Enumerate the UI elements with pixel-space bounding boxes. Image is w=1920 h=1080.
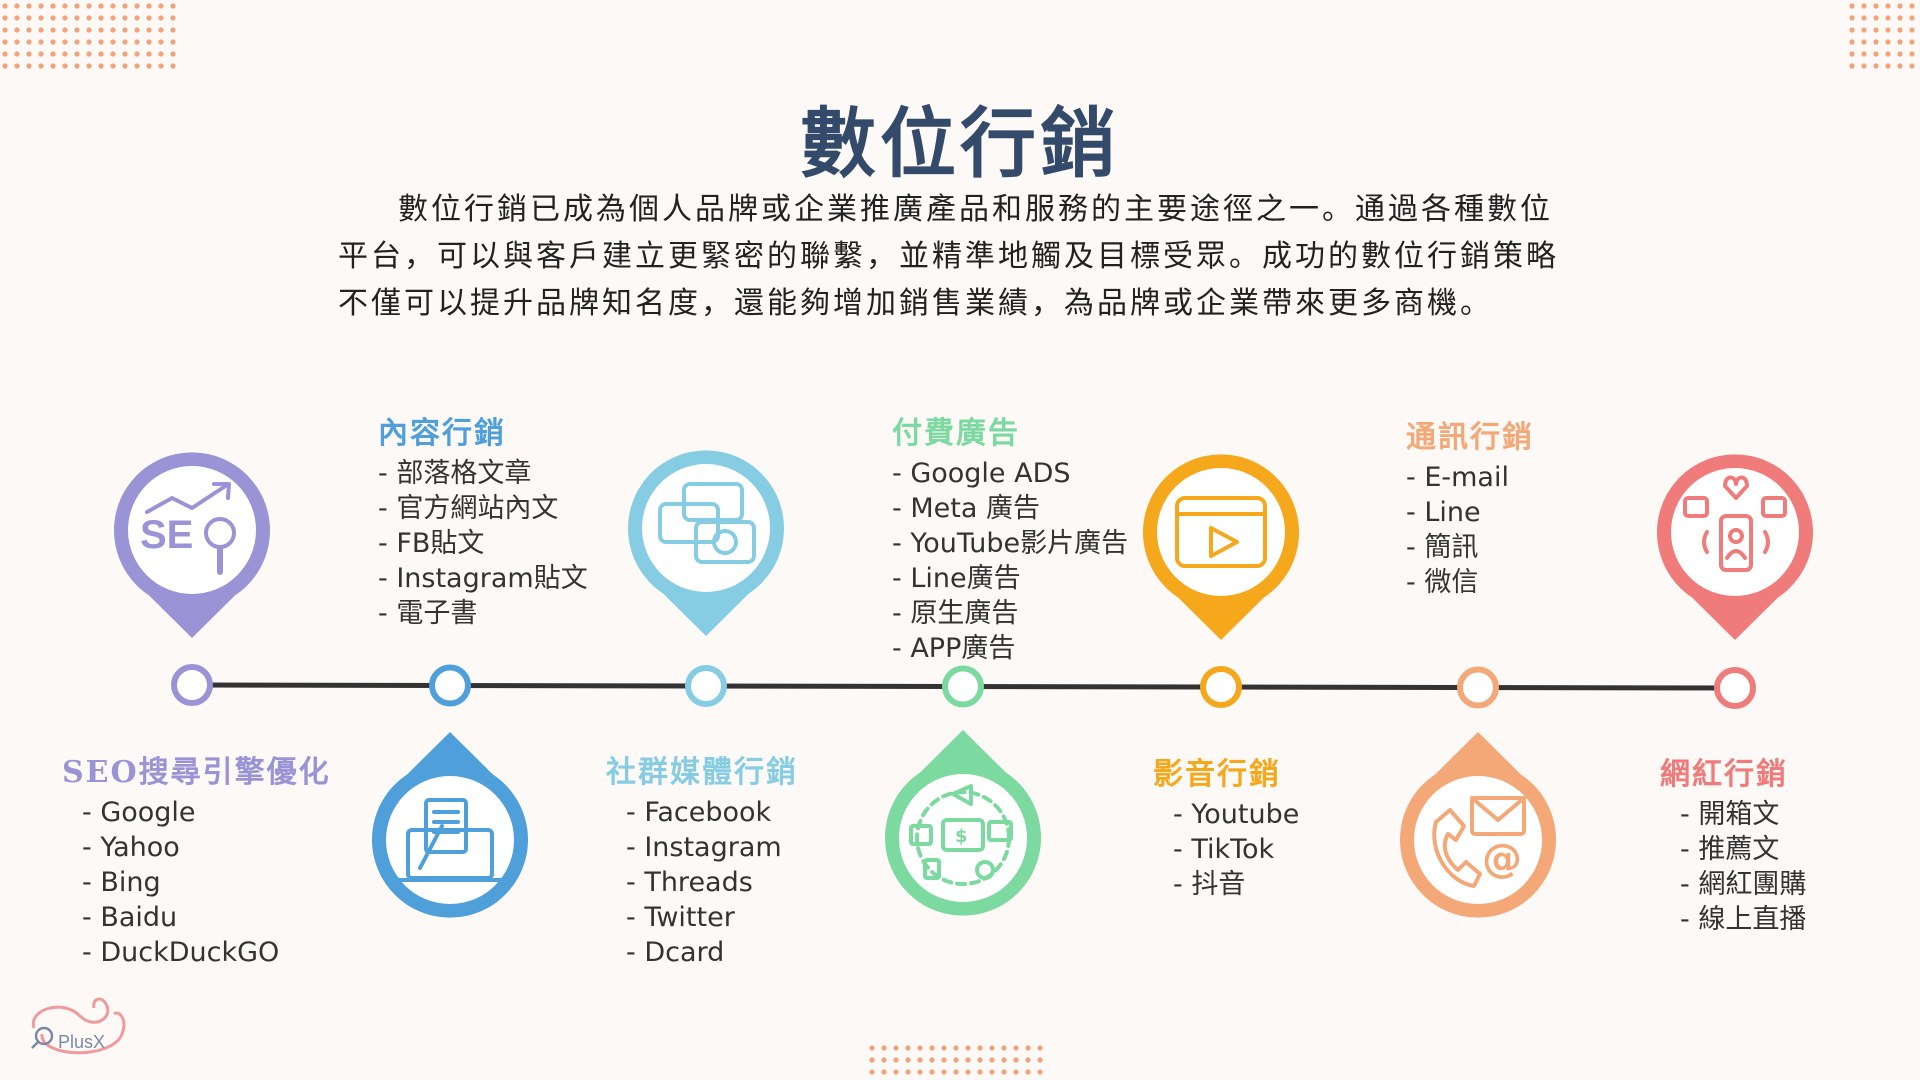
seo-icon: SE (140, 482, 236, 575)
svg-text:$: $ (955, 826, 968, 847)
category-item: Baidu (62, 900, 331, 935)
pin-inner (386, 776, 514, 904)
category-item: 原生廣告 (892, 596, 1128, 631)
category-title: 付費廣告 (892, 416, 1020, 451)
intro-line: 數位行銷已成為個人品牌或企業推廣產品和服務的主要途徑之一。通過各種數位 (398, 192, 1553, 227)
category-item: E-mail (1406, 460, 1534, 495)
category-item: 官方網站內文 (378, 491, 588, 526)
intro-line: 平台，可以與客戶建立更緊密的聯繫，並精準地觸及目標受眾。成功的數位行銷策略 (338, 239, 1559, 274)
category-item: TikTok (1153, 832, 1299, 867)
category-item: 線上直播 (1660, 902, 1806, 937)
timeline-node (1457, 666, 1499, 709)
category-item: 簡訊 (1406, 530, 1534, 565)
influencer-icon (1683, 475, 1787, 572)
social-chat-icon (658, 482, 756, 564)
category-title: 社群媒體行銷 (606, 755, 798, 790)
category-title: 內容行銷 (378, 416, 506, 451)
page-title: 數位行銷 (800, 99, 1120, 188)
category-item: 微信 (1406, 565, 1534, 600)
category-item: Line廣告 (892, 561, 1128, 596)
pin-inner (128, 466, 256, 594)
category-item: Threads (606, 865, 798, 900)
category-item: YouTube影片廣告 (892, 526, 1128, 561)
decorative-dots-top-left (2, 3, 176, 69)
paid-ads-icon: $ (909, 784, 1013, 886)
content-writing-icon (396, 798, 504, 882)
category-item: 網紅團購 (1660, 867, 1806, 902)
pin-marker-5 (1143, 454, 1299, 640)
category-item: DuckDuckGO (62, 935, 331, 970)
category-group: 通訊行銷 E-mailLine簡訊微信 (1406, 412, 1534, 600)
category-item: APP廣告 (892, 631, 1128, 666)
intro-paragraph: 數位行銷已成為個人品牌或企業推廣產品和服務的主要途徑之一。通過各種數位 平台，可… (338, 186, 1582, 327)
decorative-dots-top-right (1849, 3, 1915, 69)
category-group: 影音行銷 YoutubeTikTok抖音 (1153, 749, 1299, 902)
category-item: Yahoo (62, 830, 331, 865)
category-item: Google (62, 795, 331, 830)
category-item: Meta 廣告 (892, 491, 1128, 526)
category-item: 部落格文章 (378, 456, 588, 491)
svg-text:SE: SE (140, 513, 193, 557)
decorative-dots-bottom (869, 1045, 1043, 1075)
category-title: SEO搜尋引擎優化 (62, 755, 331, 790)
intro-line: 不僅可以提升品牌知名度，還能夠增加銷售業績，為品牌或企業帶來更多商機。 (338, 286, 1493, 321)
phone-email-icon: @ (1432, 796, 1526, 888)
svg-text:@: @ (1482, 836, 1522, 882)
pin-marker-7 (1657, 454, 1814, 640)
category-item: Facebook (606, 795, 798, 830)
category-item: 開箱文 (1660, 797, 1806, 832)
timeline-node (171, 664, 213, 706)
category-item: Google ADS (892, 456, 1128, 491)
category-item: Dcard (606, 935, 798, 970)
category-item: Line (1406, 495, 1534, 530)
category-item: 抖音 (1153, 867, 1299, 902)
category-item: Instagram貼文 (378, 561, 587, 596)
timeline-node (429, 664, 471, 707)
category-item: Bing (62, 865, 331, 900)
category-title: 網紅行銷 (1660, 757, 1788, 792)
pin-marker-3 (627, 450, 784, 636)
category-item: Instagram (606, 830, 798, 865)
category-group: 內容行銷部落格文章官方網站內文FB貼文Instagram貼文電子書 (378, 408, 588, 631)
timeline-node (1200, 666, 1242, 708)
logo-text: PlusX (58, 1032, 105, 1052)
category-item: 推薦文 (1660, 832, 1806, 867)
category-item: FB貼文 (378, 526, 588, 561)
video-play-icon (1175, 496, 1267, 568)
category-group: SEO搜尋引擎優化 GoogleYahooBingBaiduDuckDuckGO (62, 747, 331, 970)
category-title: 影音行銷 (1153, 757, 1281, 792)
plusx-logo: PlusX (31, 997, 126, 1055)
pin-marker-6: @ (1400, 732, 1556, 918)
category-item: Youtube (1153, 797, 1299, 832)
pin-marker-2 (372, 732, 528, 918)
timeline-node (942, 665, 984, 708)
category-title: 通訊行銷 (1406, 420, 1534, 455)
category-item: 電子書 (378, 596, 588, 631)
category-item: Twitter (606, 900, 798, 935)
timeline-node (685, 665, 727, 707)
timeline-node (1714, 667, 1756, 709)
category-group: 社群媒體行銷 FacebookInstagramThreadsTwitterDca… (606, 747, 798, 970)
pin-marker-4: $ (885, 730, 1041, 916)
pin-marker-1: SE (114, 452, 270, 638)
category-group: 付費廣告 Google ADSMeta 廣告YouTube影片廣告Line廣告原生… (892, 408, 1128, 666)
category-group: 網紅行銷開箱文推薦文網紅團購線上直播 (1660, 749, 1806, 937)
